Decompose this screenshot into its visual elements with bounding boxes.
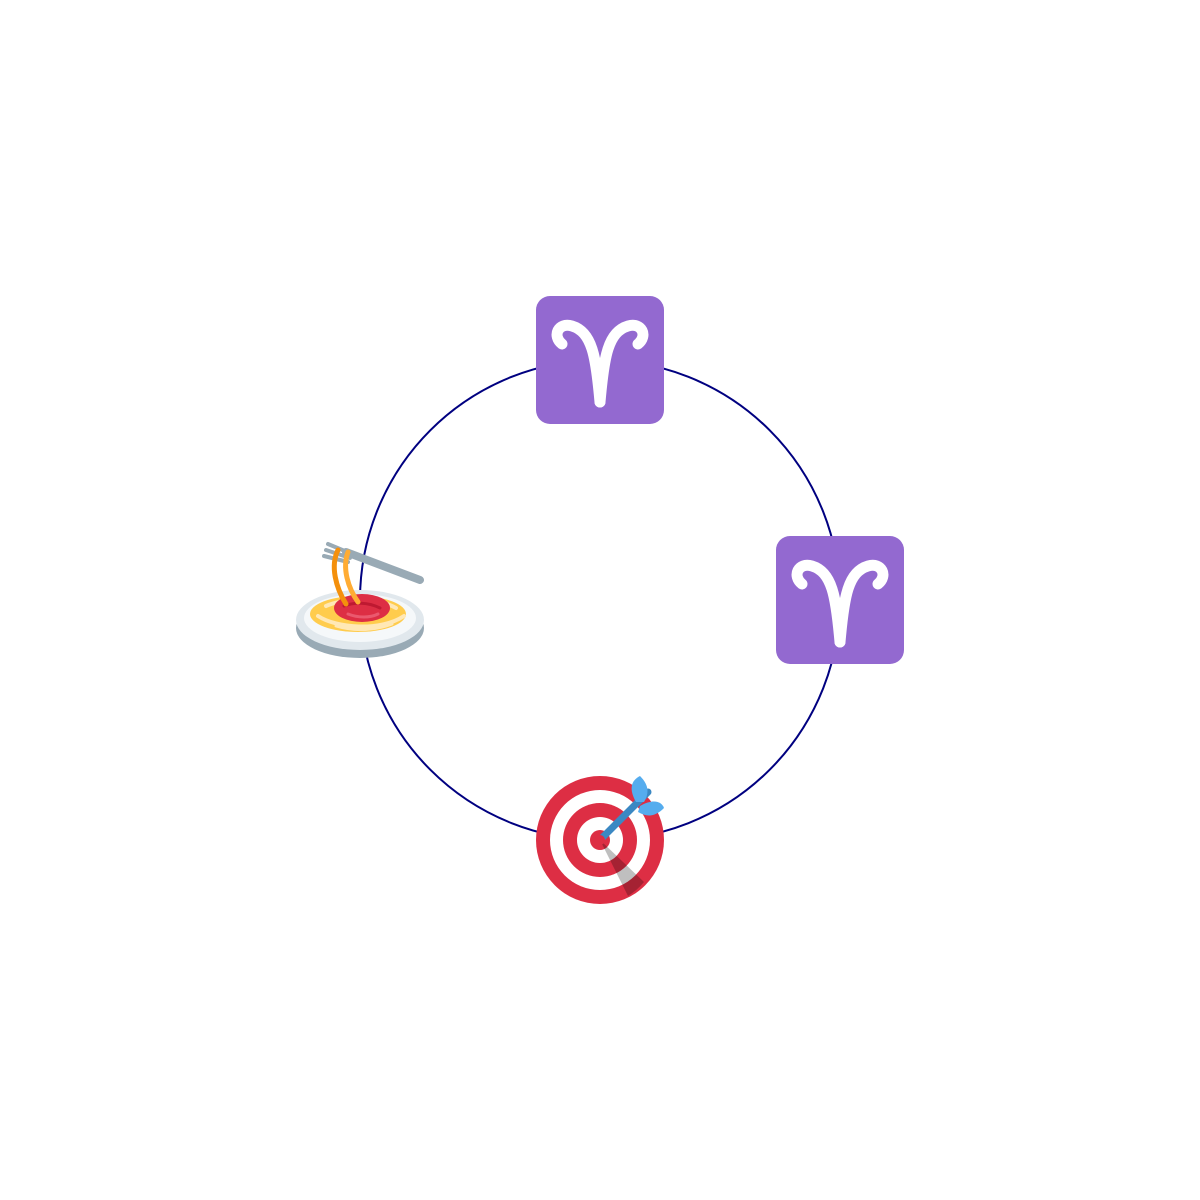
aries-icon: [536, 296, 664, 424]
cycle-ring: [359, 359, 841, 841]
direct-hit-target-icon: [536, 776, 664, 904]
aries-icon: [776, 536, 904, 664]
spaghetti-icon: [296, 542, 424, 658]
